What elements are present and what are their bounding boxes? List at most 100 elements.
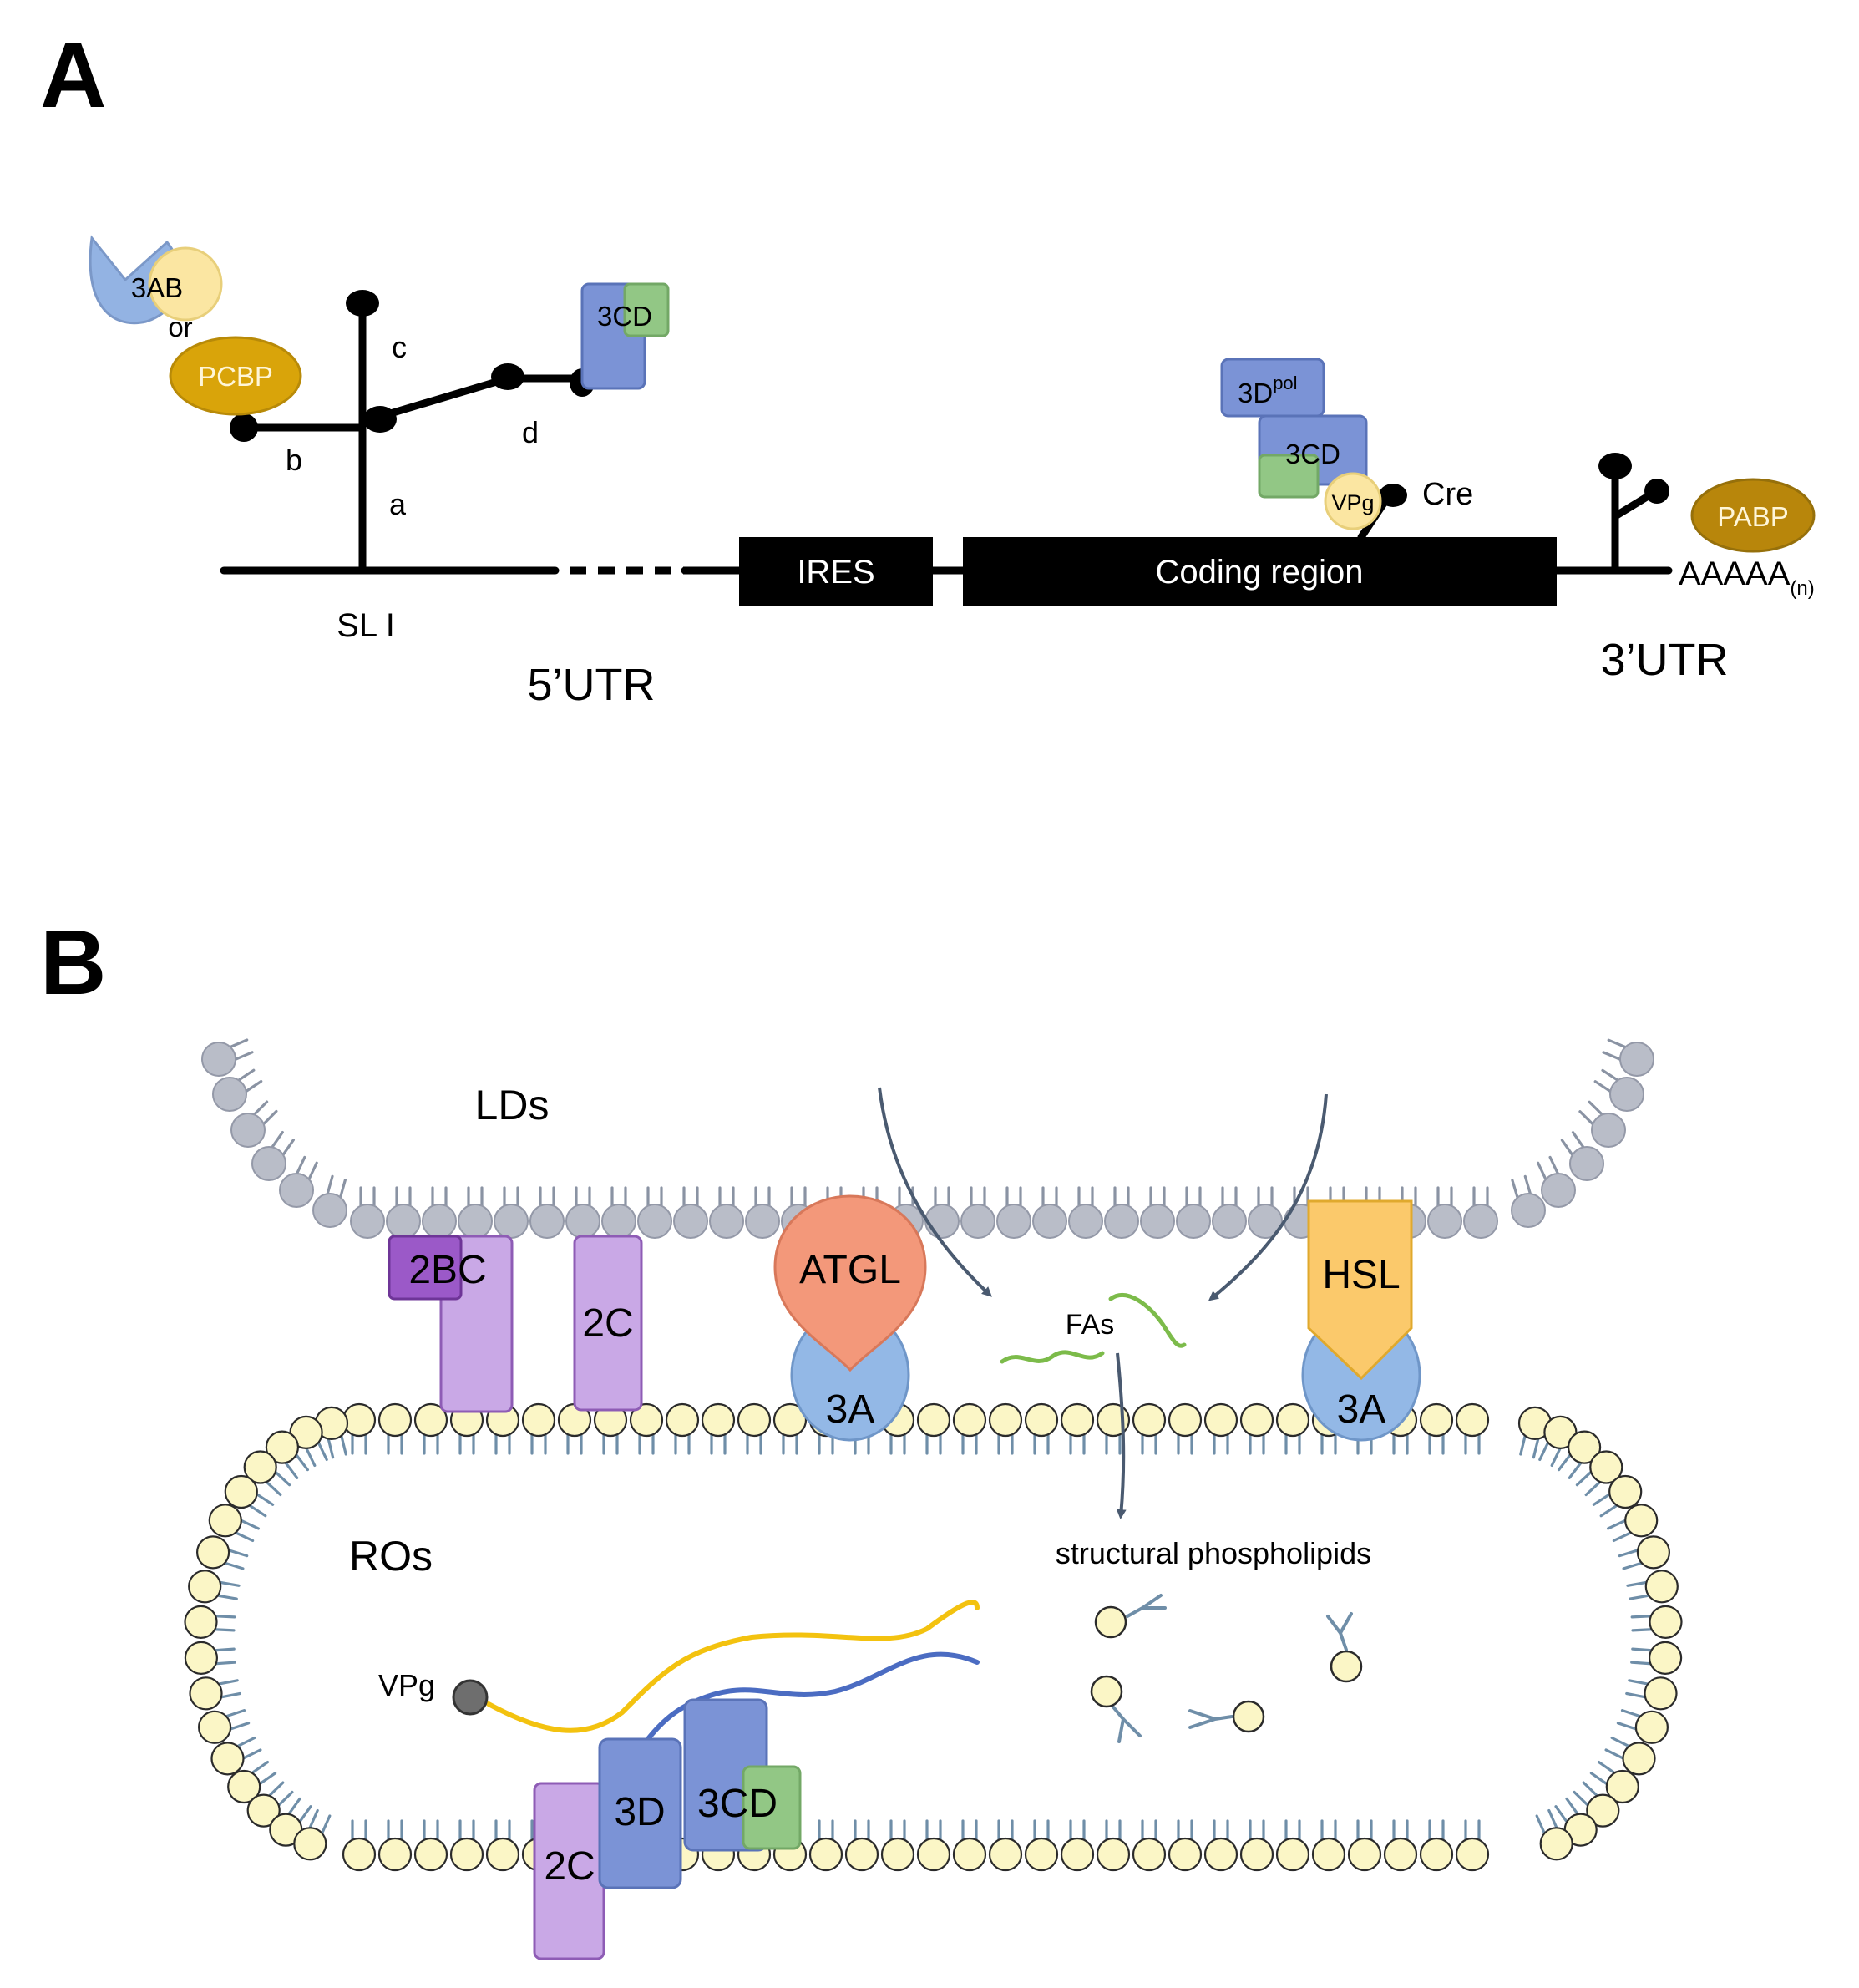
lipid-head [1168, 1402, 1203, 1438]
lipid-head [224, 1474, 258, 1509]
lipid-head [916, 1837, 951, 1872]
lipid-head [565, 1204, 600, 1239]
lipid-head [737, 1402, 772, 1438]
vpg-small: VPg [1324, 472, 1382, 530]
panel-b-label: B [40, 911, 106, 1014]
flux-arrows [878, 1087, 1328, 1519]
stem-b-label: b [286, 443, 302, 477]
lipid-head [210, 1742, 245, 1776]
utr3-label: 3’UTR [1600, 635, 1728, 685]
protein-3a-right-label: 3A [1337, 1387, 1386, 1432]
lipid-head [494, 1204, 529, 1239]
utr5-label: 5’UTR [527, 660, 655, 710]
protein-2bc: 2BC [388, 1235, 514, 1413]
lipid-head [1609, 1077, 1644, 1112]
sl1-label: SL I [337, 607, 395, 644]
lipid-head [1619, 1042, 1654, 1077]
lipid-head [1239, 1402, 1274, 1438]
protein-3cd-lower: 3CD [683, 1698, 802, 1852]
protein-2bc-label: 2BC [408, 1248, 486, 1292]
panel-a: A 3AB or [40, 24, 1816, 710]
lipid-head [916, 1402, 951, 1438]
fas-label: FAs [1066, 1309, 1115, 1341]
fatty-acids [1000, 1292, 1187, 1364]
ros-label: ROs [349, 1533, 433, 1580]
lipid-head [386, 1204, 421, 1239]
protein-3cd-cre: 3CD [1258, 414, 1368, 499]
lipid-head [279, 1173, 314, 1208]
protein-3d: 3D [598, 1737, 682, 1889]
lipid-head [1347, 1837, 1382, 1872]
lipid-head [1104, 1204, 1139, 1239]
protein-3ab-label: 3AB [131, 272, 183, 303]
protein-3cd-top: 3CD [580, 282, 670, 390]
polya-main: AAAAA [1679, 555, 1791, 592]
stem-loop-caps [230, 290, 595, 442]
lipid-head [637, 1204, 672, 1239]
lds-label: LDs [475, 1082, 550, 1128]
ro-membrane-heads [184, 1402, 1683, 1872]
lipid-head [529, 1204, 565, 1239]
cre-label: Cre [1422, 477, 1473, 512]
lipid-head [521, 1402, 556, 1438]
protein-3dpol-label: 3Dpol [1238, 373, 1298, 408]
protein-pabp: PABP [1690, 478, 1816, 553]
lipid-head [1634, 1710, 1669, 1744]
lipid-head [1419, 1402, 1454, 1438]
lipid-head [201, 1042, 236, 1077]
protein-3cd-cre-label: 3CD [1285, 439, 1340, 469]
lipid-head [1275, 1837, 1310, 1872]
phospholipid-2 [1090, 1675, 1142, 1743]
protein-3ab: 3AB [89, 235, 223, 325]
lipid-head [1648, 1641, 1683, 1676]
panel-b: B LDs 2BC 2C 3A ATGL 3A [40, 911, 1683, 1960]
lipid-head [745, 1204, 780, 1239]
lipid-head [342, 1837, 377, 1872]
lipid-head [377, 1837, 413, 1872]
protein-pcbp: PCBP [169, 336, 302, 416]
arrow-left [878, 1087, 992, 1297]
lipid-head [988, 1402, 1023, 1438]
lipid-head [673, 1204, 708, 1239]
protein-3dpol-sup: pol [1273, 373, 1297, 393]
lipid-head [709, 1204, 744, 1239]
vpg-label: VPg [378, 1668, 435, 1702]
lipid-head [208, 1504, 242, 1538]
polya-label: AAAAA(n) [1679, 555, 1815, 600]
utr3-stem-loop [1598, 453, 1669, 575]
lipid-head [1419, 1837, 1454, 1872]
lipid-head [1569, 1146, 1604, 1181]
lipid-head [1455, 1402, 1490, 1438]
lipid-head [701, 1402, 736, 1438]
lipid-head [293, 1827, 327, 1861]
protein-hsl: HSL [1307, 1199, 1413, 1381]
lipid-head [1203, 1402, 1238, 1438]
lipid-head [289, 1415, 323, 1450]
rna-strands [486, 1600, 980, 1782]
protein-atgl: ATGL [773, 1194, 927, 1372]
lipid-head [1586, 1793, 1620, 1828]
lipid-head [1622, 1742, 1656, 1776]
lipid-head [246, 1793, 281, 1828]
lipid-head [227, 1769, 261, 1804]
lipid-head [1176, 1204, 1211, 1239]
panel-a-label: A [40, 24, 106, 127]
vpg-protein: VPg [378, 1668, 489, 1716]
protein-2c-upper: 2C [573, 1235, 643, 1412]
rna-yellow [486, 1600, 980, 1733]
lipid-head [1455, 1837, 1490, 1872]
lipid-head [1644, 1676, 1678, 1711]
lipid-head [196, 1535, 230, 1570]
lipid-head [1644, 1570, 1679, 1604]
protein-3cd-top-label: 3CD [597, 301, 652, 332]
lipid-head [880, 1837, 915, 1872]
lipid-head [1511, 1193, 1546, 1228]
lipid-head [230, 1113, 266, 1148]
coding-region-label: Coding region [1155, 554, 1363, 591]
lipid-head [1239, 1837, 1274, 1872]
lipid-head [1168, 1837, 1203, 1872]
lipid-head [1024, 1402, 1059, 1438]
lipid-head [1567, 1430, 1602, 1464]
or-label: or [168, 312, 192, 342]
